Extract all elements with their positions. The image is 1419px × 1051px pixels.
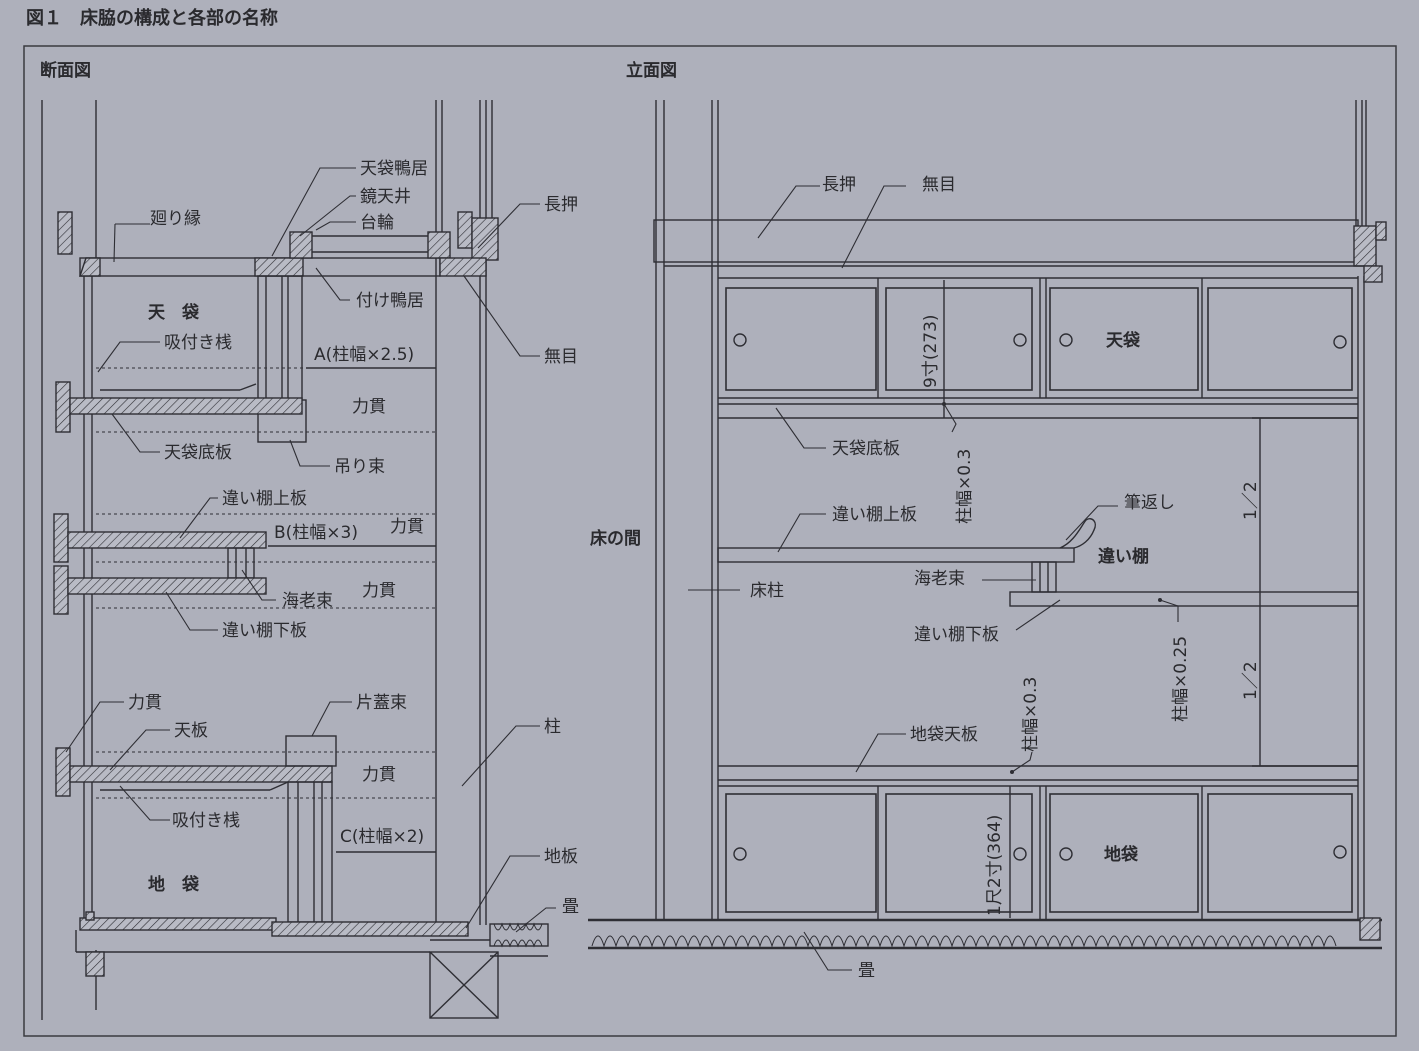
label-jibukuro: 地 袋 <box>148 874 200 895</box>
elevation-heading: 立面図 <box>626 60 677 81</box>
elev-label-chigaidana-uwaita: 違い棚上板 <box>832 505 917 525</box>
elev-label-dim-hashira-03-top: 柱幅×0.3 <box>955 449 975 524</box>
label-mume: 無目 <box>544 347 578 367</box>
elev-label-tenbukuro-sokoita: 天袋底板 <box>832 439 900 459</box>
page-frame <box>23 45 1397 1037</box>
label-chikaranuki-2: 力貫 <box>390 517 424 537</box>
label-daiwa: 台輪 <box>360 213 394 233</box>
elev-label-dim-9sun: 9寸(273) <box>921 314 941 388</box>
elev-label-jibukuro: 地袋 <box>1104 844 1139 865</box>
label-tsurizuka: 吊り束 <box>334 457 385 477</box>
label-tenbukuro: 天 袋 <box>148 302 200 323</box>
label-chikaranuki-5: 力貫 <box>362 765 396 785</box>
label-chikaranuki-3: 力貫 <box>362 581 396 601</box>
label-chikaranuki-1: 力貫 <box>352 397 386 417</box>
elev-label-chigaidana-shitaita: 違い棚下板 <box>914 625 999 645</box>
elev-label-dim-hashira-03-bottom: 柱幅×0.3 <box>1021 677 1041 752</box>
elev-label-tokonoma: 床の間 <box>590 528 641 549</box>
label-tatami-section: 畳 <box>562 897 579 917</box>
elev-label-chigaidana: 違い棚 <box>1098 546 1149 567</box>
elev-label-ebizuka: 海老束 <box>914 569 965 589</box>
label-katabutazuka: 片蓋束 <box>356 693 407 713</box>
label-hashira: 柱 <box>544 717 561 737</box>
label-suitsuki-zan-top: 吸付き桟 <box>164 333 232 353</box>
elev-label-dim-hashira-025: 柱幅×0.25 <box>1171 636 1191 722</box>
figure-title: 図１ 床脇の構成と各部の名称 <box>26 7 278 29</box>
label-tenbukuro-kamoi: 天袋鴨居 <box>360 159 428 179</box>
elev-label-jibukuro-tenita: 地袋天板 <box>910 725 978 745</box>
label-chigaidana-shitaita: 違い棚下板 <box>222 621 307 641</box>
label-dim-b: B(柱幅×3) <box>274 523 358 543</box>
section-heading: 断面図 <box>40 60 91 81</box>
elev-label-dim-1shaku2sun: 1尺2寸(364) <box>985 815 1005 916</box>
label-ebizuka: 海老束 <box>282 591 333 611</box>
elev-label-tenbukuro: 天袋 <box>1106 330 1141 351</box>
label-tenita: 天板 <box>174 721 208 741</box>
label-dim-a: A(柱幅×2.5) <box>314 345 414 365</box>
label-chigaidana-uwaita: 違い棚上板 <box>222 489 307 509</box>
elev-label-mume: 無目 <box>922 175 956 195</box>
elev-label-fudegaeshi: 筆返し <box>1124 493 1175 513</box>
label-suitsuki-zan-bottom: 吸付き桟 <box>172 811 240 831</box>
elev-label-half-bottom: 1／2 <box>1241 661 1261 700</box>
label-chikaranuki-4: 力貫 <box>128 693 162 713</box>
elevation-view: 立面図 <box>588 60 1387 981</box>
label-jiita: 地板 <box>544 847 578 867</box>
section-view: 断面図 <box>40 60 579 1020</box>
elev-label-tokobashira: 床柱 <box>750 581 784 601</box>
label-tsuke-kamoi: 付け鴨居 <box>356 291 424 311</box>
label-mawaribuchi: 廻り縁 <box>150 209 201 229</box>
label-tenbukuro-sokoita: 天袋底板 <box>164 443 232 463</box>
label-kagami-tenjo: 鏡天井 <box>360 187 411 207</box>
label-nageshi: 長押 <box>544 195 578 215</box>
elev-label-nageshi: 長押 <box>822 175 856 195</box>
elev-label-half-top: 1／2 <box>1241 481 1261 520</box>
elev-label-tatami: 畳 <box>858 961 875 981</box>
label-dim-c: C(柱幅×2) <box>340 827 424 847</box>
